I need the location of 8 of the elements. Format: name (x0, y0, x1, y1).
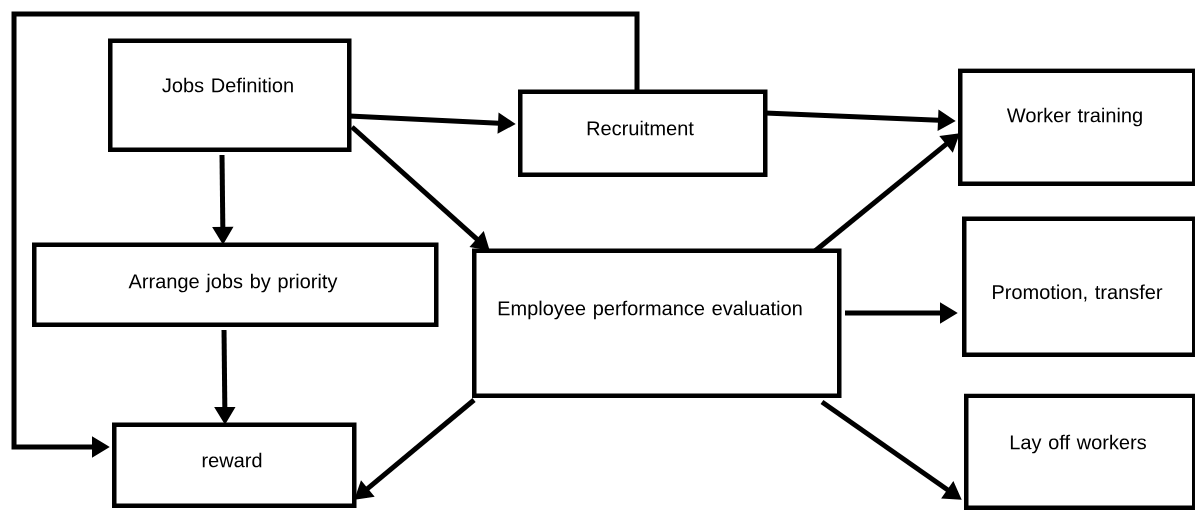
process-box: Arrange jobs by priority (32, 242, 439, 327)
process-box: reward (112, 422, 357, 508)
process-box: Jobs Definition (108, 38, 352, 152)
process-box: Lay off workers (964, 393, 1195, 510)
process-box: Employee performance evaluation (472, 248, 842, 398)
process-box: Worker training (958, 68, 1195, 186)
process-box: Promotion, transfer (962, 216, 1195, 357)
process-box: Recruitment (518, 89, 768, 177)
